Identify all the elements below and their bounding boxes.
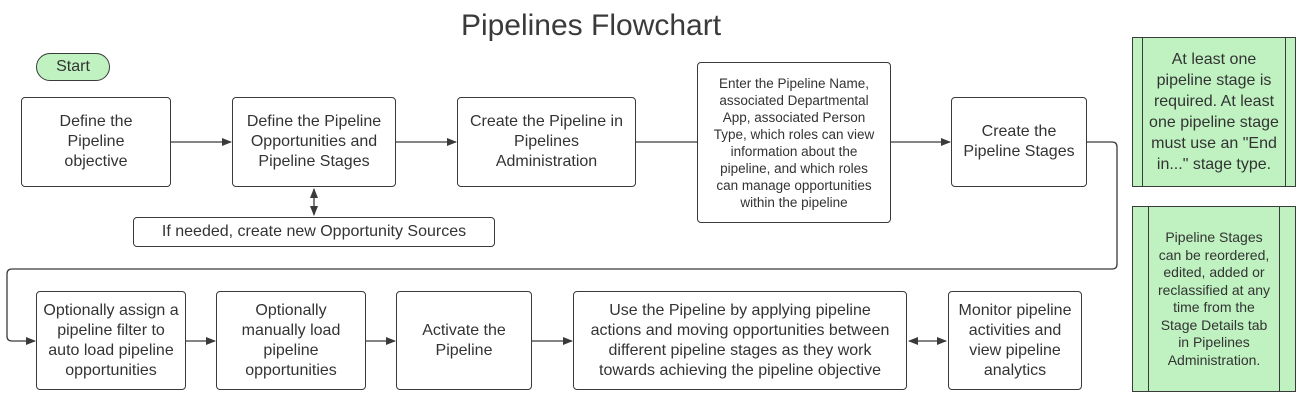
step-activate: Activate the Pipeline — [396, 291, 532, 390]
note-stage-changes: Pipeline Stages can be reordered, edited… — [1132, 206, 1296, 392]
step-enter-pipeline-name-label: Enter the Pipeline Name, associated Depa… — [713, 75, 875, 210]
step-enter-pipeline-name: Enter the Pipeline Name, associated Depa… — [697, 62, 891, 223]
step-manually-load: Optionally manually load pipeline opport… — [216, 291, 366, 390]
step-opportunity-sources-label: If needed, create new Opportunity Source… — [161, 223, 467, 240]
step-define-objective-label: Define the Pipeline objective — [59, 113, 133, 170]
note-stage-requirement: At least one pipeline stage is required.… — [1132, 37, 1296, 187]
step-define-opportunities-stages-label: Define the Pipeline Opportunities and Pi… — [246, 113, 382, 170]
step-define-objective: Define the Pipeline objective — [21, 97, 171, 187]
arrow-stages-to-filter — [6, 141, 1118, 345]
note-stage-changes-text: Pipeline Stages can be reordered, edited… — [1157, 229, 1271, 368]
step-opportunity-sources: If needed, create new Opportunity Source… — [133, 217, 495, 247]
note-stage-requirement-text: At least one pipeline stage is required.… — [1149, 51, 1279, 173]
step-manually-load-label: Optionally manually load pipeline opport… — [241, 301, 341, 379]
step-monitor-label: Monitor pipeline activities and view pip… — [958, 301, 1072, 379]
step-assign-filter: Optionally assign a pipeline filter to a… — [36, 291, 186, 390]
step-create-stages-label: Create the Pipeline Stages — [963, 123, 1075, 160]
step-use-pipeline: Use the Pipeline by applying pipeline ac… — [573, 291, 907, 390]
diagram-title: Pipelines Flowchart — [460, 9, 722, 42]
step-use-pipeline-label: Use the Pipeline by applying pipeline ac… — [590, 301, 890, 379]
start-terminal: Start — [36, 53, 110, 81]
step-activate-label: Activate the Pipeline — [422, 321, 506, 359]
step-create-in-admin-label: Create the Pipeline in Pipelines Adminis… — [470, 113, 623, 170]
step-create-in-admin: Create the Pipeline in Pipelines Adminis… — [457, 97, 636, 187]
step-define-opportunities-stages: Define the Pipeline Opportunities and Pi… — [232, 97, 396, 187]
step-create-stages: Create the Pipeline Stages — [951, 97, 1087, 187]
step-assign-filter-label: Optionally assign a pipeline filter to a… — [43, 301, 179, 379]
step-monitor: Monitor pipeline activities and view pip… — [948, 291, 1082, 390]
